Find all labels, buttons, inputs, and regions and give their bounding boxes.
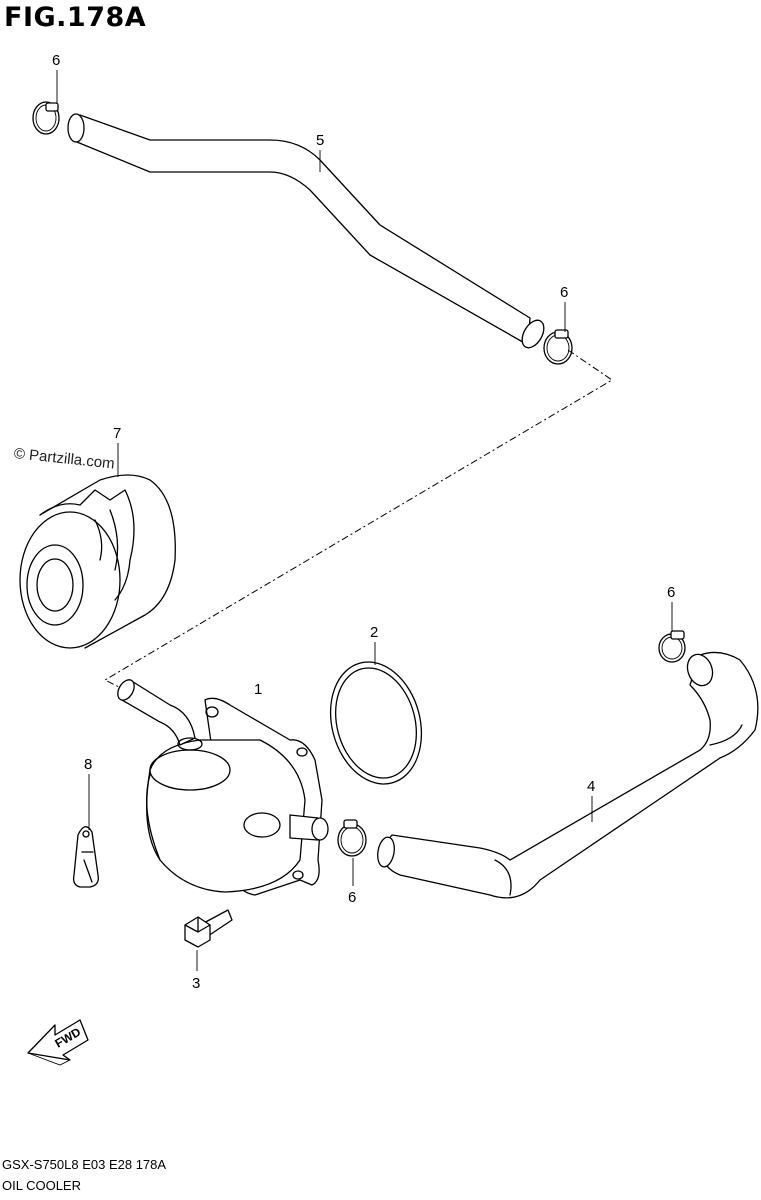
callout-5: 5 [316,132,324,149]
lower-hose[interactable] [376,651,759,899]
callout-group-6d: 6 [348,858,356,906]
oil-cooler[interactable] [114,677,329,896]
callout-group-4: 4 [587,778,595,822]
callout-group-6b: 6 [560,284,568,332]
callout-6b: 6 [560,284,568,301]
callout-group-5: 5 [316,132,324,172]
figure-name: OIL COOLER [2,1178,81,1193]
callout-1: 1 [254,681,262,698]
connection-line [103,349,613,691]
hose-clamp-right[interactable] [658,630,686,663]
flange-bolt[interactable] [184,909,233,948]
callout-group-6a: 6 [52,52,60,104]
callout-6a: 6 [52,52,60,69]
callout-3: 3 [192,975,200,992]
forward-arrow: FWD [27,1019,89,1066]
callout-group-2: 2 [370,624,378,665]
oil-filter[interactable] [19,474,176,649]
retaining-band[interactable] [72,826,99,888]
callout-group-3: 3 [192,950,200,992]
callout-8: 8 [84,756,92,773]
callout-6d: 6 [348,889,356,906]
callout-group-6c: 6 [667,584,675,632]
callout-2: 2 [370,624,378,641]
callout-group-1: 1 [254,681,262,698]
callout-4: 4 [587,778,595,795]
upper-hose[interactable] [67,113,548,351]
callout-6c: 6 [667,584,675,601]
hose-clamp-mid[interactable] [543,329,573,365]
callout-7: 7 [113,425,121,442]
callout-group-8: 8 [84,756,92,830]
hose-clamp-lower[interactable] [337,819,367,857]
callout-group-7: 7 [113,425,121,477]
figure-title: FIG.178A [4,2,147,33]
o-ring[interactable] [317,652,434,795]
hose-clamp-top[interactable] [32,101,60,135]
figure-code: GSX-S750L8 E03 E28 178A [2,1157,167,1172]
